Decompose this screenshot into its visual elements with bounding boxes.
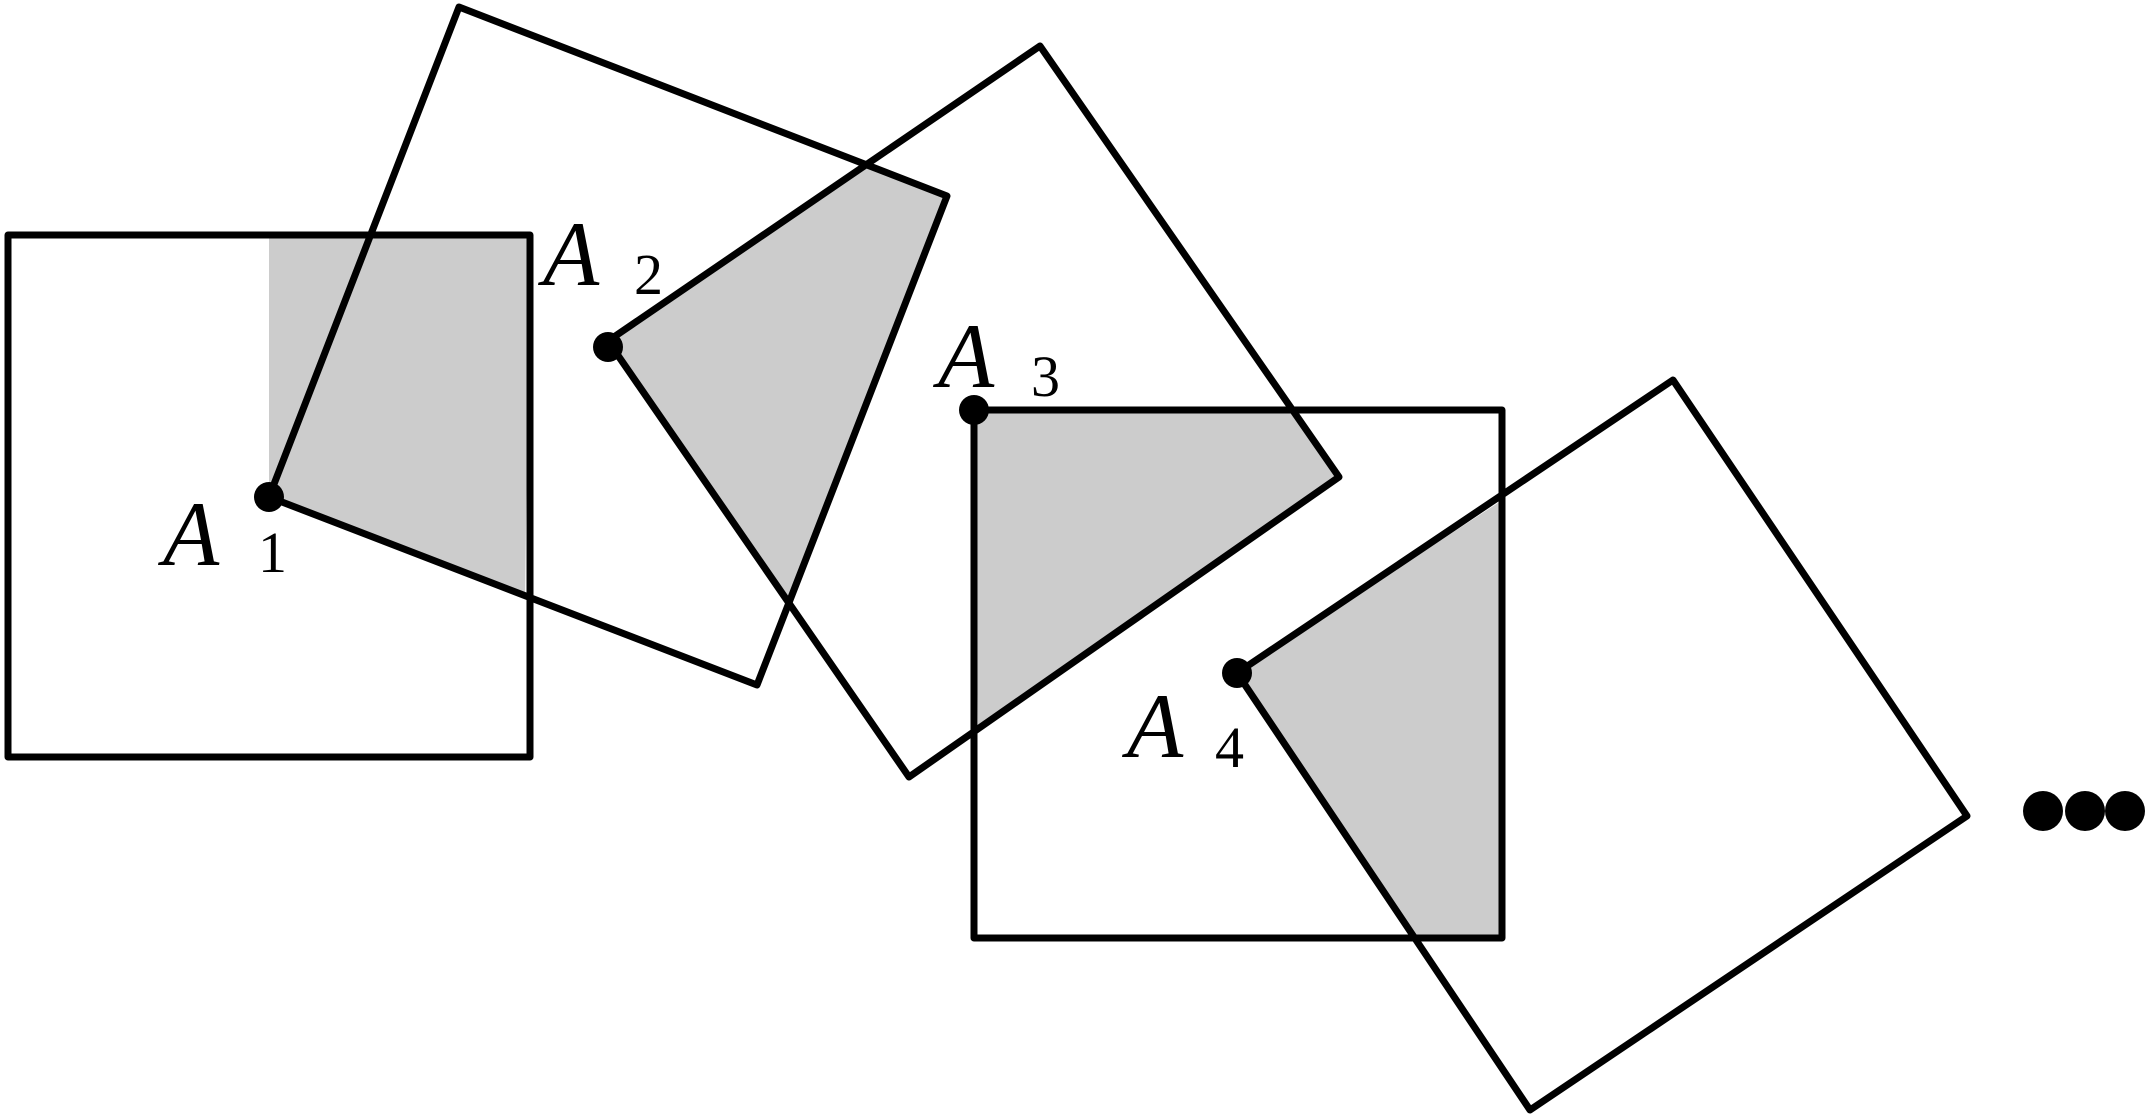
rotated-square-2 bbox=[604, 42, 1343, 781]
overlap-region-4 bbox=[1237, 501, 1501, 937]
dot-3 bbox=[2105, 791, 2145, 831]
label-a1-sub: 1 bbox=[258, 520, 287, 585]
overlap-region-3 bbox=[973, 410, 1340, 725]
continuation-dots: ••• bbox=[2023, 791, 2145, 831]
square-1 bbox=[4, 231, 534, 761]
point-a4 bbox=[1222, 658, 1252, 688]
label-a1: A 1 bbox=[157, 483, 287, 585]
point-a2 bbox=[593, 332, 623, 362]
label-a2-main: A bbox=[537, 203, 600, 305]
rotated-square-1 bbox=[265, 3, 951, 689]
dot-2 bbox=[2065, 791, 2105, 831]
label-a2-sub: 2 bbox=[634, 242, 663, 307]
overlap-region-2 bbox=[608, 166, 947, 603]
dot-1 bbox=[2023, 791, 2063, 831]
point-a3 bbox=[959, 395, 989, 425]
label-a3-sub: 3 bbox=[1031, 344, 1060, 409]
square-3 bbox=[970, 406, 1506, 942]
label-a2: A 2 bbox=[537, 203, 663, 307]
label-a3-main: A bbox=[932, 305, 995, 407]
label-a4: A 4 bbox=[1121, 675, 1244, 780]
rotated-square-3 bbox=[1233, 376, 1971, 1114]
label-a3: A 3 bbox=[932, 305, 1060, 409]
label-a4-main: A bbox=[1121, 675, 1184, 777]
label-a4-sub: 4 bbox=[1215, 715, 1244, 780]
label-a1-main: A bbox=[157, 483, 220, 585]
point-a1 bbox=[254, 482, 284, 512]
